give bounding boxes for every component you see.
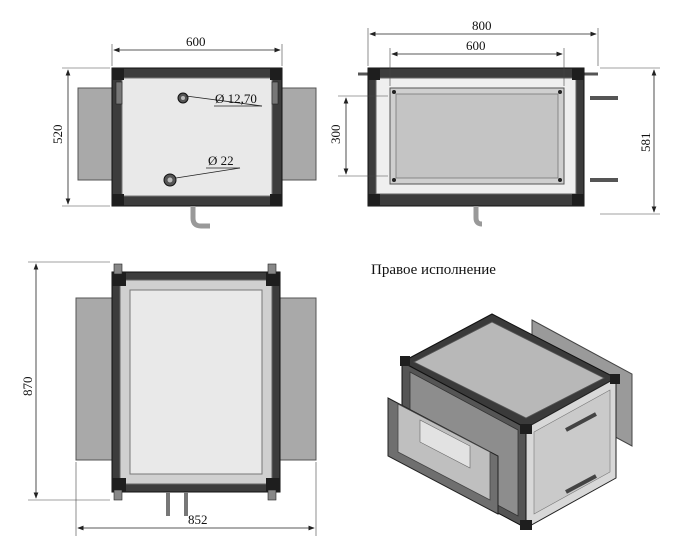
dim-side-height-inner: 300 [328,125,343,145]
dim-top-height: 520 [50,125,65,145]
isometric-view [387,313,633,530]
dim-front-width: 852 [188,512,208,527]
front-left-duct [75,297,115,461]
dim-front-height: 870 [20,377,35,397]
left-duct [77,87,115,181]
top-view: Ø 12,70 Ø 22 600 520 [50,34,317,229]
dim-side-width-inner: 600 [466,38,486,53]
pipe-diameter-label-a: Ø 12,70 [215,91,257,106]
side-view: 800 600 300 581 [328,18,660,227]
pipe-diameter-label-b: Ø 22 [208,153,234,168]
dim-side-width-outer: 800 [472,18,492,33]
dim-side-height-outer: 581 [638,133,653,153]
front-panel [129,289,263,475]
dim-top-width: 600 [186,34,206,49]
caption: Правое исполнение [371,262,496,278]
front-view: 870 852 [20,261,317,536]
drain-pipe [190,206,210,229]
right-duct [279,87,317,181]
front-right-duct [277,297,317,461]
side-drain-pipe [473,206,483,227]
